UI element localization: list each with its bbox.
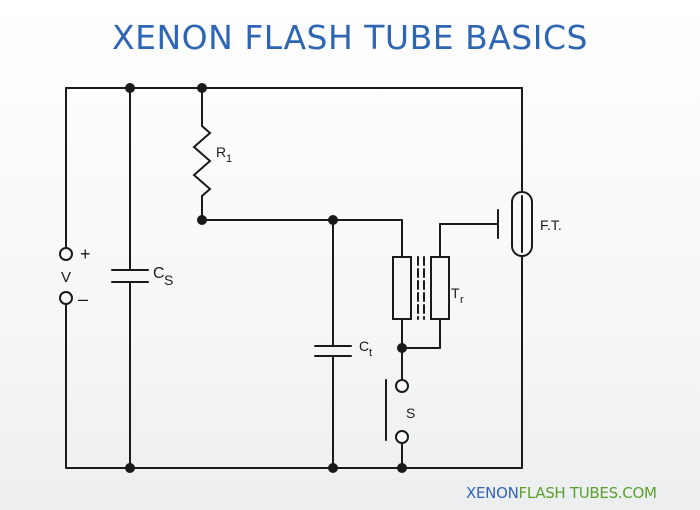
negative-terminal xyxy=(59,291,73,305)
switch-contact-top xyxy=(395,379,409,393)
tr-label: T xyxy=(451,285,460,301)
ct-label-subscript: t xyxy=(369,347,372,359)
switch-contact-bottom xyxy=(395,430,409,444)
junction-dot xyxy=(397,343,407,353)
flash-tube-label: F.T. xyxy=(540,217,562,233)
ct-label: C xyxy=(359,338,369,354)
junction-dot xyxy=(197,215,207,225)
footer-brand-flash-tubes: FLASH TUBES.COM xyxy=(518,484,657,502)
junction-dot xyxy=(328,463,338,473)
footer-brand: XENONFLASH TUBES.COM xyxy=(466,484,657,502)
page-title: XENON FLASH TUBE BASICS xyxy=(112,18,588,57)
plus-label: + xyxy=(80,244,91,264)
junction-dot xyxy=(125,463,135,473)
flash-tube-body xyxy=(511,191,533,257)
cs-label: C xyxy=(153,265,165,282)
r1-resistor xyxy=(192,125,212,197)
switch-label: S xyxy=(406,405,415,421)
junction-dot xyxy=(197,83,207,93)
r1-label: R xyxy=(216,144,226,160)
r1-label-subscript: 1 xyxy=(226,153,232,165)
transformer-primary-winding xyxy=(392,256,412,320)
positive-terminal xyxy=(59,247,73,261)
voltage-label: V xyxy=(61,269,71,286)
tr-label-subscript: r xyxy=(460,294,464,306)
cs-label-subscript: S xyxy=(164,272,173,288)
transformer-secondary-winding xyxy=(430,256,450,320)
junction-dot xyxy=(397,463,407,473)
junction-dot xyxy=(125,83,135,93)
junction-dot xyxy=(328,215,338,225)
footer-brand-xenon: XENON xyxy=(466,484,519,502)
minus-label: – xyxy=(78,289,88,309)
